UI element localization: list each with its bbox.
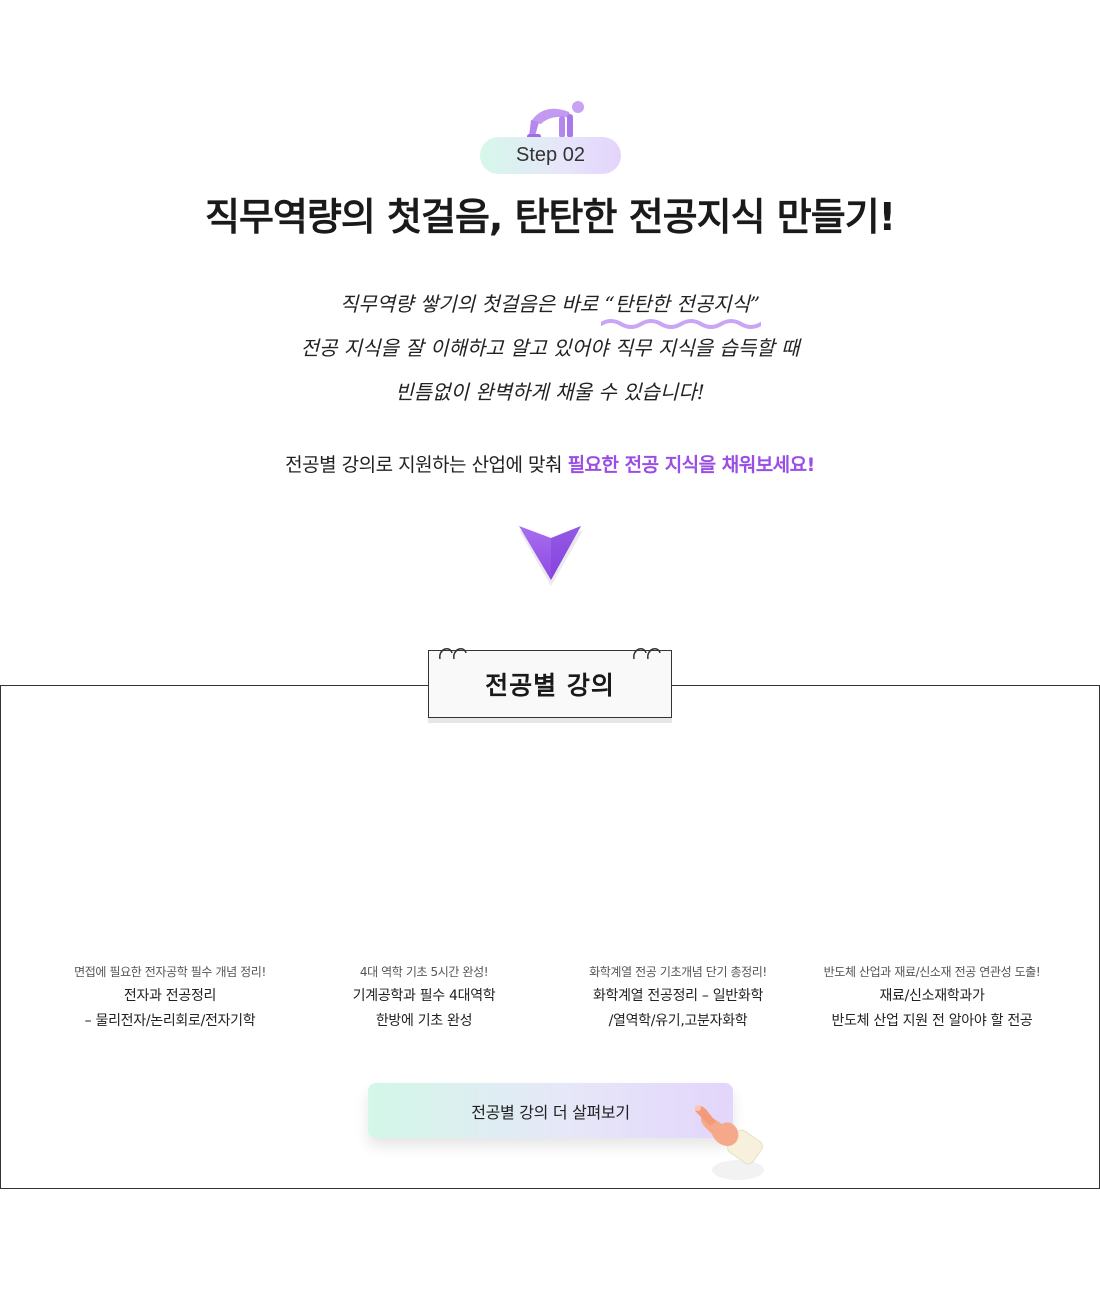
- sub-line-accent: 필요한 전공 지식을 채워보세요!: [567, 454, 816, 476]
- course-card-chemistry[interactable]: 화학계열 전공 기초개념 단기 총정리! 화학계열 전공정리 – 일반화학 /열…: [550, 962, 806, 1034]
- course-title-line: /열역학/유기,고분자화학: [608, 1013, 748, 1029]
- course-title-line: 재료/신소재학과가: [879, 988, 985, 1004]
- more-lectures-button[interactable]: 전공별 강의 더 살펴보기: [368, 1083, 733, 1138]
- pointing-hand-icon: [695, 1105, 764, 1180]
- course-title-line: 화학계열 전공정리 – 일반화학: [592, 988, 764, 1004]
- course-title: 재료/신소재학과가 반도체 산업 지원 전 알아야 할 전공: [804, 984, 1060, 1034]
- course-title-line: 한방에 기초 완성: [375, 1013, 473, 1029]
- course-subtitle: 화학계열 전공 기초개념 단기 총정리!: [589, 965, 767, 979]
- course-title-line: – 물리전자/논리회로/전자기학: [84, 1013, 256, 1029]
- step-badge: Step 02: [480, 137, 621, 174]
- page-headline: 직무역량의 첫걸음, 탄탄한 전공지식 만들기!: [205, 195, 896, 239]
- highlighted-phrase: “탄탄한 전공지식”: [600, 286, 761, 329]
- course-title: 전자과 전공정리 – 물리전자/논리회로/전자기학: [42, 984, 298, 1034]
- handwritten-intro: 직무역량 쌓기의 첫걸음은 바로 “탄탄한 전공지식” 전공 지식을 잘 이해하…: [0, 286, 1100, 418]
- binder-ring-icon: [633, 648, 661, 660]
- course-subtitle: 면접에 필요한 전자공학 필수 개념 정리!: [74, 965, 266, 979]
- sub-line: 전공별 강의로 지원하는 산업에 맞춰 필요한 전공 지식을 채워보세요!: [0, 450, 1100, 477]
- intro-line-3: 빈틈없이 완벽하게 채울 수 있습니다!: [395, 380, 705, 404]
- course-subtitle: 4대 역학 기초 5시간 완성!: [359, 965, 489, 979]
- course-title-line: 반도체 산업 지원 전 알아야 할 전공: [831, 1013, 1033, 1029]
- intro-line-1: 직무역량 쌓기의 첫걸음은 바로 “탄탄한 전공지식”: [0, 286, 1100, 330]
- wavy-underline: [600, 319, 761, 329]
- sub-line-text: 전공별 강의로 지원하는 산업에 맞춰: [285, 454, 568, 476]
- binder-ring-icon: [439, 648, 467, 660]
- course-subtitle: 반도체 산업과 재료/신소재 전공 연관성 도출!: [823, 965, 1041, 979]
- crouching-runner-icon: [527, 101, 584, 139]
- course-card-materials[interactable]: 반도체 산업과 재료/신소재 전공 연관성 도출! 재료/신소재학과가 반도체 …: [804, 962, 1060, 1034]
- intro-line-2: 전공 지식을 잘 이해하고 알고 있어야 직무 지식을 습득할 때: [300, 336, 800, 360]
- course-title: 기계공학과 필수 4대역학 한방에 기초 완성: [296, 984, 552, 1034]
- course-title: 화학계열 전공정리 – 일반화학 /열역학/유기,고분자화학: [550, 984, 806, 1034]
- section-tab-title: 전공별 강의: [428, 650, 672, 718]
- course-title-line: 기계공학과 필수 4대역학: [352, 988, 496, 1004]
- course-card-mechanical[interactable]: 4대 역학 기초 5시간 완성! 기계공학과 필수 4대역학 한방에 기초 완성: [296, 962, 552, 1034]
- course-card-electronics[interactable]: 면접에 필요한 전자공학 필수 개념 정리! 전자과 전공정리 – 물리전자/논…: [42, 962, 298, 1034]
- highlighted-phrase-text: “탄탄한 전공지식”: [604, 292, 761, 316]
- intro-line-1-text: 직무역량 쌓기의 첫걸음은 바로: [339, 292, 605, 316]
- down-arrow-icon: [519, 526, 583, 586]
- course-title-line: 전자과 전공정리: [123, 988, 217, 1004]
